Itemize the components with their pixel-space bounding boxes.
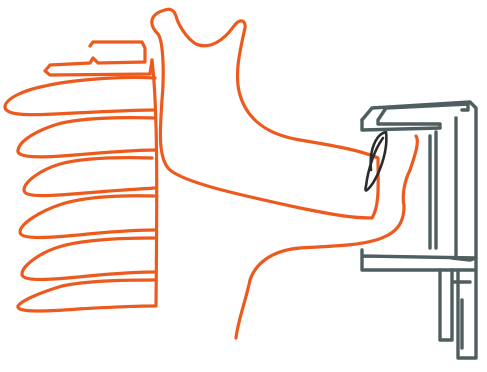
clamp-jaw-leg [440,270,470,340]
layer-4 [20,196,154,238]
stack-spine [152,60,157,306]
layer-3 [24,158,154,196]
layer-2 [18,118,156,157]
clamp-tool [362,102,476,358]
lower-outline [236,136,417,338]
top-block [45,42,152,75]
layer-6 [18,280,154,311]
blade-icon [365,132,386,190]
stacked-layers [5,42,157,311]
layer-1 [5,77,155,114]
main-outline [152,9,378,218]
layer-5 [22,238,154,280]
clamp-screw [430,132,436,248]
